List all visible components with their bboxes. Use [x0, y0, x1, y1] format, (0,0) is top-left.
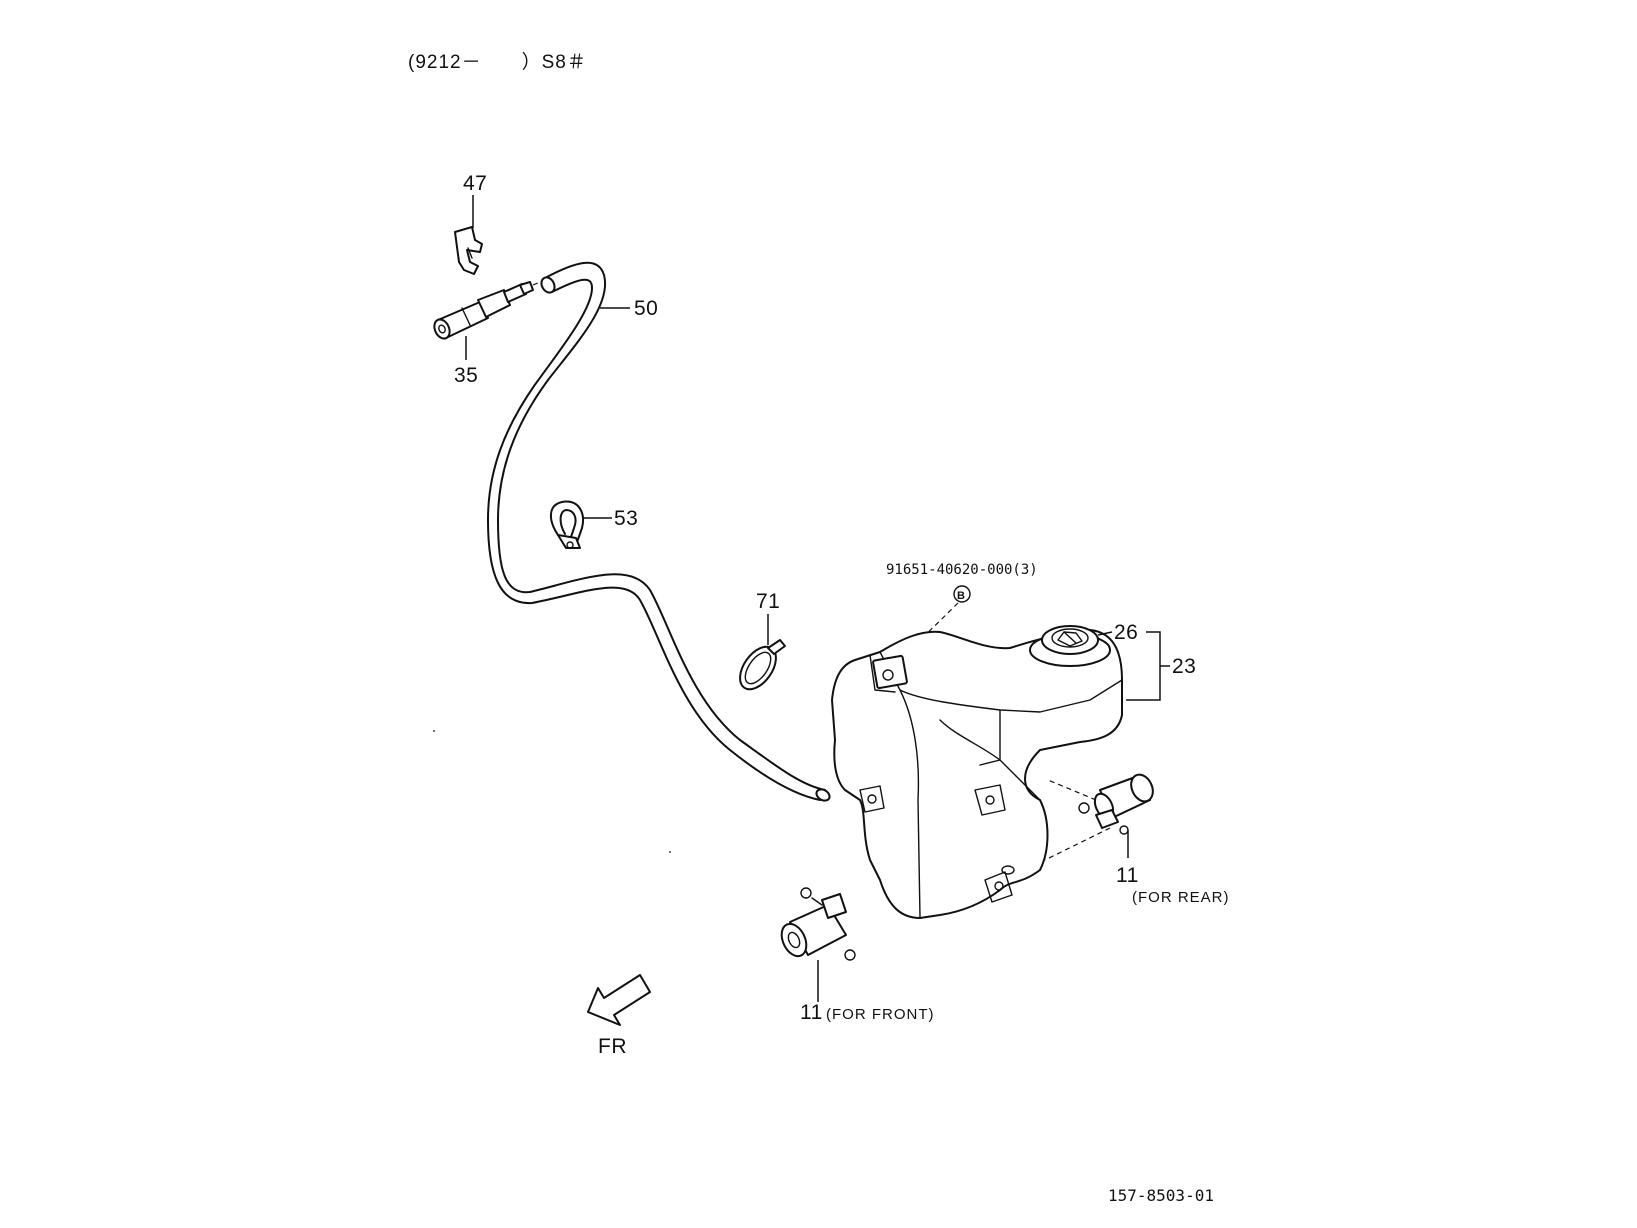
bolt-ref-letter: B	[957, 590, 965, 602]
label-11-rear: 11	[1116, 864, 1139, 887]
rear-washer-motor-part	[1078, 773, 1154, 835]
label-11-front: 11	[800, 1001, 823, 1024]
label-fr: FR	[598, 1035, 627, 1058]
diagram-code: 157-8503-01	[1108, 1186, 1214, 1205]
bolt-part-number: 91651-40620-000(3)	[886, 562, 1038, 578]
front-washer-motor-part	[780, 887, 856, 961]
header-text: (9212－ ）S8＃	[408, 51, 587, 73]
label-for-front: (FOR FRONT)	[826, 1006, 934, 1023]
washer-hose-part	[487, 261, 831, 802]
hose-clamp-part	[550, 500, 584, 549]
label-47: 47	[463, 172, 487, 195]
label-71: 71	[756, 590, 780, 613]
bolt-ref-circle	[953, 585, 971, 603]
washer-tank-part	[831, 629, 1123, 919]
label-50: 50	[634, 297, 658, 320]
nozzle-clip-part	[454, 226, 483, 275]
label-26: 26	[1114, 621, 1138, 644]
label-23: 23	[1172, 655, 1196, 678]
label-for-rear: (FOR REAR)	[1132, 889, 1230, 906]
tank-cap-part	[1029, 625, 1111, 667]
hose-band-part	[739, 639, 786, 691]
washer-nozzle-part	[433, 281, 534, 340]
front-direction-arrow-icon	[587, 974, 651, 1026]
label-35: 35	[454, 364, 478, 387]
label-53: 53	[614, 507, 638, 530]
